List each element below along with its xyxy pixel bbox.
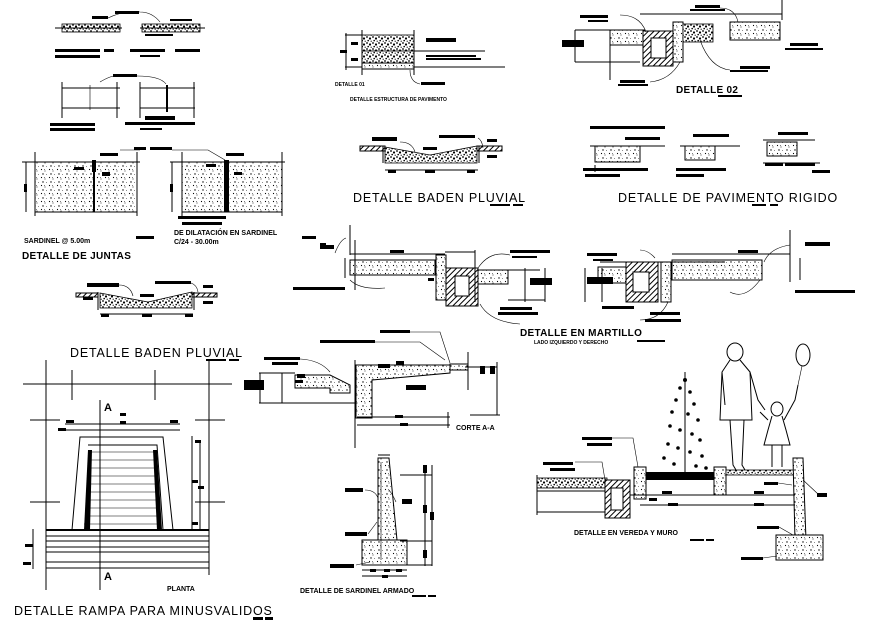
detail-corte-a-a: CORTE A-A bbox=[244, 330, 500, 448]
girl-balloon-figure bbox=[759, 343, 811, 467]
juntas-title: DETALLE DE JUNTAS bbox=[22, 251, 131, 262]
detail-estructura-pavimento: DETALLE 01 DETALLE ESTRUCTURA DE PAVIMEN… bbox=[335, 30, 505, 103]
vereda-muro-title: DETALLE EN VEREDA Y MURO bbox=[574, 530, 679, 537]
tree-illustration bbox=[662, 372, 708, 472]
detail-pavimento-rigido: DETALLE DE PAVIMENTO RIGIDO bbox=[583, 126, 838, 206]
juntas-note-right-1: DE DILATACIÓN EN SARDINEL bbox=[174, 228, 278, 237]
juntas-main-sections bbox=[22, 147, 326, 249]
detalle-02-title: DETALLE 02 bbox=[676, 85, 738, 96]
estructura-tag: DETALLE 01 bbox=[335, 82, 365, 88]
martillo-subtitle: LADO IZQUIERDO Y DERECHO bbox=[534, 340, 608, 346]
section-mark-a-top: A bbox=[104, 402, 112, 414]
detail-rampa-plan: A A PLANTA DETALLE RAMPA PARA MINUSVALID… bbox=[14, 360, 273, 620]
juntas-note-right-2: C/24 - 30.00m bbox=[174, 239, 219, 246]
detail-sardinel-armado: DETALLE DE SARDINEL ARMADO bbox=[300, 454, 436, 597]
rampa-title: DETALLE RAMPA PARA MINUSVALIDOS bbox=[14, 604, 273, 618]
rampa-plan-label: PLANTA bbox=[167, 586, 195, 593]
detail-baden-pluvial-center: DETALLE BADEN PLUVIAL bbox=[353, 135, 526, 206]
baden-center-title: DETALLE BADEN PLUVIAL bbox=[353, 191, 526, 205]
woman-figure bbox=[719, 342, 766, 471]
martillo-title: DETALLE EN MARTILLO bbox=[520, 328, 642, 339]
section-mark-a-bottom: A bbox=[104, 571, 112, 583]
detail-martillo-left bbox=[293, 225, 552, 325]
juntas-note-left: SARDINEL @ 5.00m bbox=[24, 238, 90, 245]
corte-title: CORTE A-A bbox=[456, 425, 495, 432]
sardinel-armado-title: DETALLE DE SARDINEL ARMADO bbox=[300, 588, 415, 595]
juntas-mini-section-1 bbox=[55, 11, 205, 58]
juntas-mini-section-2 bbox=[50, 74, 195, 131]
detail-martillo-right bbox=[584, 230, 855, 322]
pavimento-rigido-title: DETALLE DE PAVIMENTO RIGIDO bbox=[618, 191, 838, 205]
estructura-title: DETALLE ESTRUCTURA DE PAVIMENTO bbox=[350, 97, 447, 103]
detail-vereda-muro: DETALLE EN VEREDA Y MURO bbox=[536, 342, 827, 561]
detail-juntas: SARDINEL @ 5.00m DE DILATACIÓN EN SARDIN… bbox=[22, 11, 326, 262]
detail-baden-pluvial-left: DETALLE BADEN PLUVIAL bbox=[70, 281, 243, 361]
ramp-steps bbox=[84, 451, 161, 525]
detail-02: DETALLE 02 bbox=[562, 0, 823, 97]
baden-left-title: DETALLE BADEN PLUVIAL bbox=[70, 346, 243, 360]
